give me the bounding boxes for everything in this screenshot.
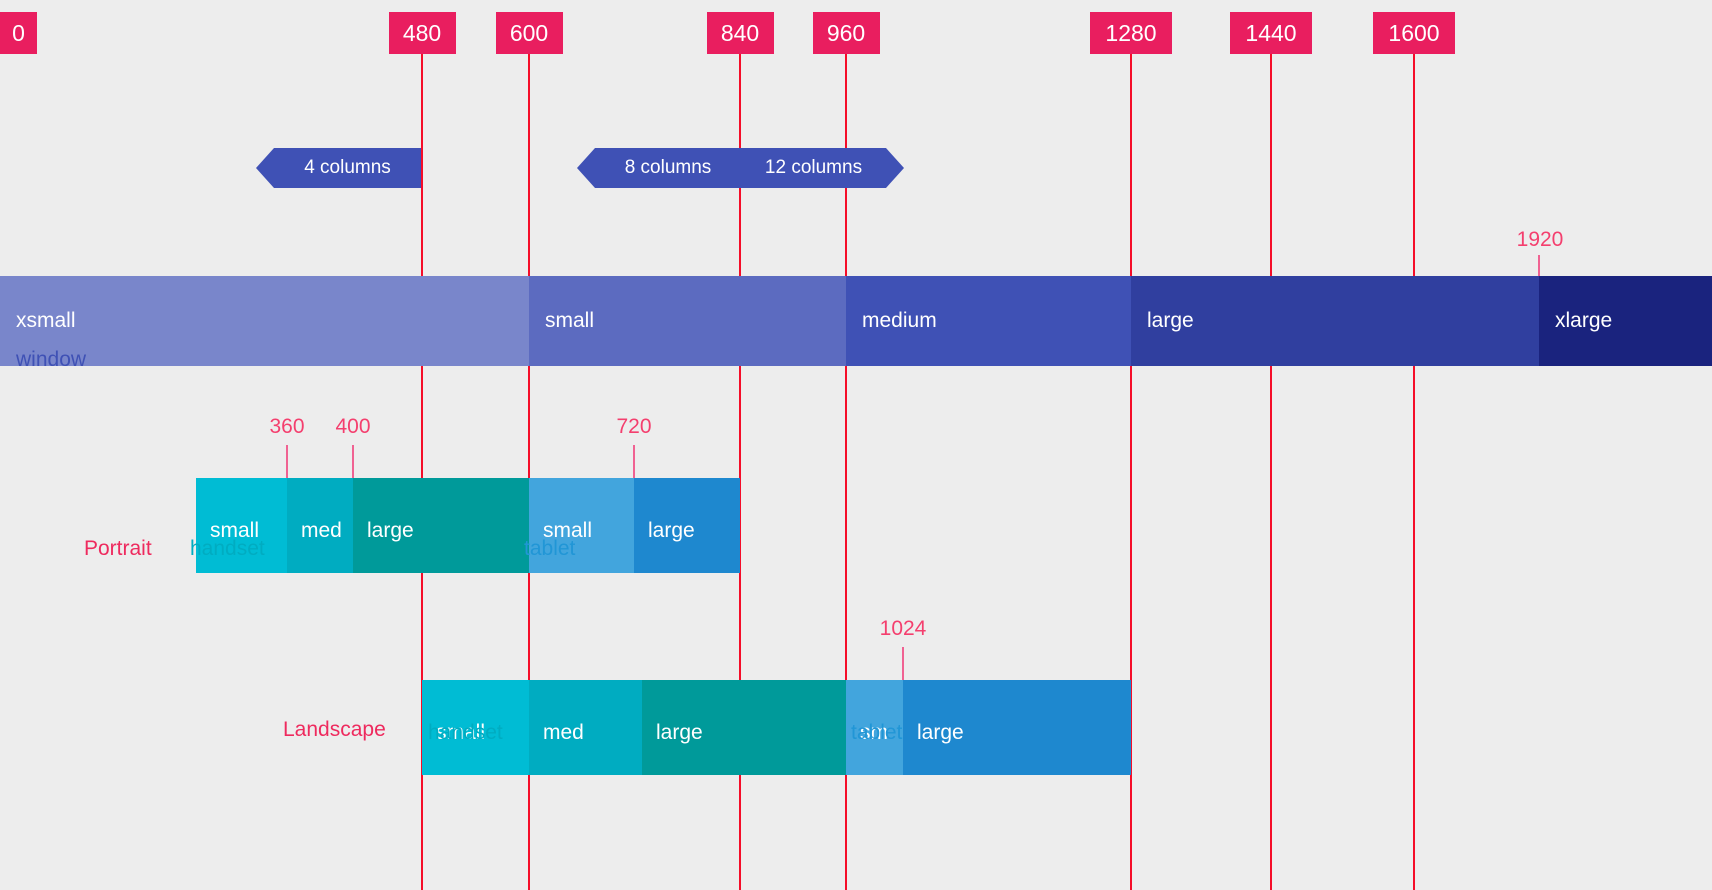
breakpoint-flag-480[interactable]: 480 — [388, 12, 456, 54]
portrait-segment-label: small — [543, 519, 593, 542]
portrait-tablet-label: tablet — [524, 537, 576, 560]
portrait-tablet-small: small — [529, 478, 634, 573]
window-segment-large: large — [1131, 276, 1539, 366]
landscape-segment-label: sm — [860, 721, 888, 744]
portrait-handset-med: med — [287, 478, 353, 573]
tick-label-400: 400 — [335, 415, 371, 438]
breakpoint-flag-840[interactable]: 840 — [706, 12, 774, 54]
breakpoint-rule-840 — [739, 48, 741, 890]
breakpoint-rule-480 — [421, 48, 423, 890]
breakpoint-rule-1440 — [1270, 48, 1272, 890]
landscape-handset-label: handset — [428, 721, 503, 744]
tick-mark-400 — [352, 445, 354, 478]
portrait-orientation-label: Portrait — [84, 537, 152, 560]
window-segment-label: medium — [862, 309, 937, 332]
tick-label-720: 720 — [616, 415, 652, 438]
landscape-segment-label: large — [656, 721, 703, 744]
portrait-handset-large: large — [353, 478, 422, 573]
portrait-handset-spacer-3 — [422, 478, 529, 573]
portrait-segment-label: large — [648, 519, 695, 542]
tick-mark-360 — [286, 445, 288, 478]
breakpoint-flag-600[interactable]: 600 — [495, 12, 563, 54]
landscape-tablet-label: tablet — [851, 721, 903, 744]
tick-label-1920: 1920 — [1516, 228, 1564, 251]
window-segment-label: xsmall — [16, 309, 76, 332]
breakpoint-rule-1600 — [1413, 48, 1415, 890]
landscape-handset-large: large — [642, 680, 740, 775]
landscape-segment-label: large — [917, 721, 964, 744]
window-segment-xlarge: xlarge — [1539, 276, 1712, 366]
column-badge-4-columns[interactable]: 4 columns — [256, 148, 421, 188]
landscape-segment-label: med — [543, 721, 584, 744]
landscape-tablet-large: large — [903, 680, 1131, 775]
window-segment-spacer-1 — [422, 276, 529, 366]
breakpoint-flag-1440[interactable]: 1440 — [1230, 12, 1312, 54]
window-segment-medium: medium — [846, 276, 1131, 366]
window-segment-label: xlarge — [1555, 309, 1613, 332]
column-badge-8-columns[interactable]: 8 columns — [577, 148, 741, 188]
landscape-segment-label: small — [436, 721, 486, 744]
window-band-caption: window — [16, 348, 87, 371]
landscape-handset-spacer-3 — [740, 680, 846, 775]
tick-mark-720 — [633, 445, 635, 478]
landscape-handset-med: med — [529, 680, 642, 775]
portrait-segment-label: large — [367, 519, 414, 542]
landscape-handset-small: small — [422, 680, 529, 775]
tick-label-1024: 1024 — [879, 617, 927, 640]
breakpoint-rule-1280 — [1130, 48, 1132, 890]
window-segment-small: small — [529, 276, 846, 366]
portrait-handset-small: small — [196, 478, 287, 573]
breakpoint-rule-960 — [845, 48, 847, 890]
breakpoint-flag-1600[interactable]: 1600 — [1373, 12, 1455, 54]
portrait-segment-label: med — [301, 519, 342, 542]
landscape-orientation-label: Landscape — [283, 718, 386, 741]
breakpoint-flag-960[interactable]: 960 — [812, 12, 880, 54]
breakpoint-rule-600 — [528, 48, 530, 890]
breakpoint-flag-0[interactable]: 0 — [0, 12, 37, 54]
tick-label-360: 360 — [269, 415, 305, 438]
portrait-segment-label: small — [210, 519, 260, 542]
breakpoint-flag-1280[interactable]: 1280 — [1090, 12, 1172, 54]
window-segment-label: large — [1147, 309, 1194, 332]
window-segment-label: small — [545, 309, 595, 332]
column-badge-12-columns[interactable]: 12 columns — [741, 148, 904, 188]
portrait-handset-label: handset — [190, 537, 265, 560]
landscape-tablet-sm: sm — [846, 680, 903, 775]
tick-mark-1024 — [902, 647, 904, 680]
tick-mark-1920 — [1538, 255, 1540, 276]
portrait-tablet-large: large — [634, 478, 740, 573]
